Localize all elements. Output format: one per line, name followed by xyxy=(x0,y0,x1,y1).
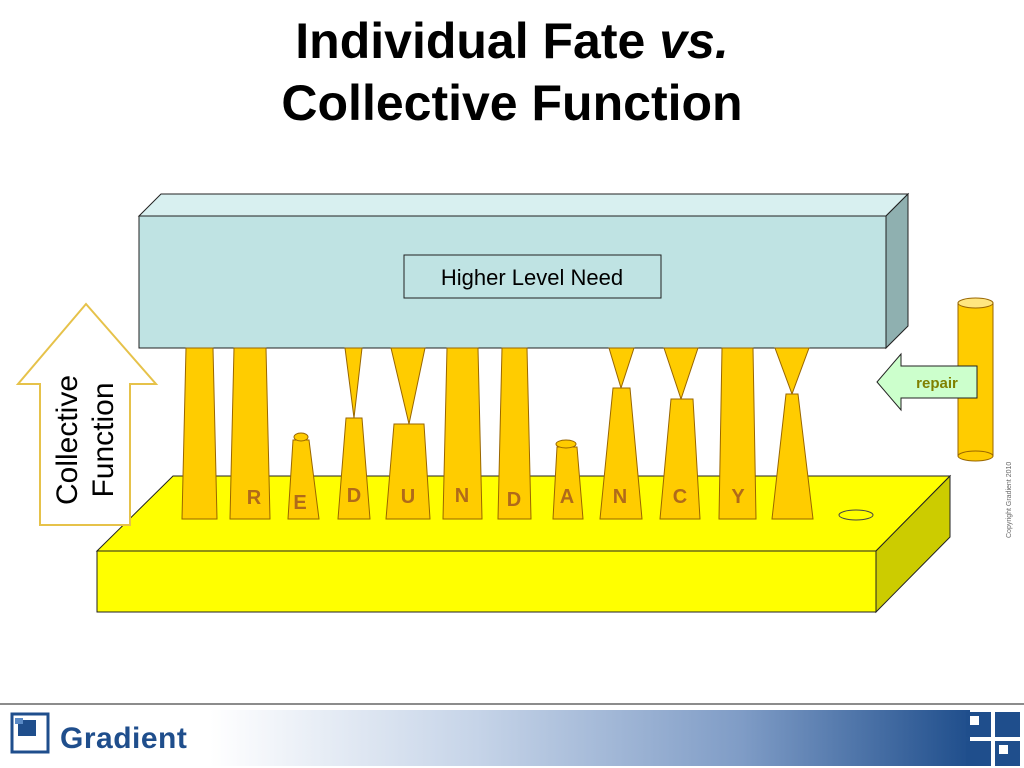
footer-gradient-band xyxy=(210,710,970,766)
letter: D xyxy=(347,485,361,507)
higher-level-need-block: Higher Level Need xyxy=(137,192,910,350)
column-5-upper xyxy=(390,347,426,425)
platform-front xyxy=(96,550,877,613)
title-vs: vs. xyxy=(659,13,729,69)
column-9-lower xyxy=(599,387,643,520)
title-line-2: Collective Function xyxy=(281,75,743,131)
spare-column-top xyxy=(957,297,994,309)
column-2 xyxy=(229,347,271,520)
letter: N xyxy=(455,485,469,507)
column-3-broken xyxy=(287,439,320,520)
redundancy-diagram: Higher Level Need R E D U N D A N C Y xyxy=(15,192,994,614)
column-10-lower xyxy=(659,398,701,520)
collective-function-arrow: Collective Function xyxy=(15,302,159,526)
brand-name: Gradient xyxy=(60,722,188,755)
column-4-upper xyxy=(344,347,363,419)
repair-arrow: repair xyxy=(876,352,978,412)
column-12-lower xyxy=(771,393,814,520)
footer-rule xyxy=(0,703,1024,705)
block-side xyxy=(885,192,909,350)
column-4-lower xyxy=(337,417,371,520)
column-7 xyxy=(497,347,532,520)
column-8-broken xyxy=(552,446,584,520)
letter: N xyxy=(613,486,627,508)
column-9-upper xyxy=(608,347,635,390)
column-6 xyxy=(442,347,483,520)
collective-label-line2: Function xyxy=(87,382,120,497)
column-1 xyxy=(181,347,218,520)
column-10-upper xyxy=(663,347,699,401)
up-arrow-icon xyxy=(15,302,159,526)
collective-label-line1: Collective xyxy=(51,375,84,505)
brand-squares-icon xyxy=(966,712,1020,766)
letter: A xyxy=(560,486,574,508)
redundancy-letters: R E D U N D A N C Y xyxy=(247,485,746,514)
need-label-box xyxy=(403,254,662,299)
spare-column-bottom xyxy=(957,450,994,462)
letter: R xyxy=(247,487,262,509)
column-3-cap xyxy=(293,432,309,442)
column-12-upper xyxy=(774,347,810,396)
letter: D xyxy=(507,489,521,511)
empty-socket xyxy=(838,509,874,521)
platform-side xyxy=(875,474,951,614)
need-label: Higher Level Need xyxy=(441,265,623,290)
left-arrow-icon xyxy=(876,352,978,412)
letter: C xyxy=(673,486,687,508)
copyright-notice: Copyright Gradient 2010 xyxy=(1006,461,1013,538)
title-line-1: Individual Fate vs. xyxy=(295,13,729,69)
letter: U xyxy=(401,486,415,508)
columns xyxy=(181,347,814,520)
repair-label: repair xyxy=(916,375,958,392)
letter: Y xyxy=(731,486,745,508)
column-11 xyxy=(718,347,757,520)
footer: Gradient xyxy=(0,700,1024,768)
column-8-cap xyxy=(555,439,577,449)
letter: E xyxy=(293,492,306,514)
slide-title: Individual Fate vs. Collective Function xyxy=(0,10,1024,134)
gradient-logo-icon xyxy=(10,712,50,754)
block-top xyxy=(137,193,910,217)
column-5-lower xyxy=(385,423,431,520)
